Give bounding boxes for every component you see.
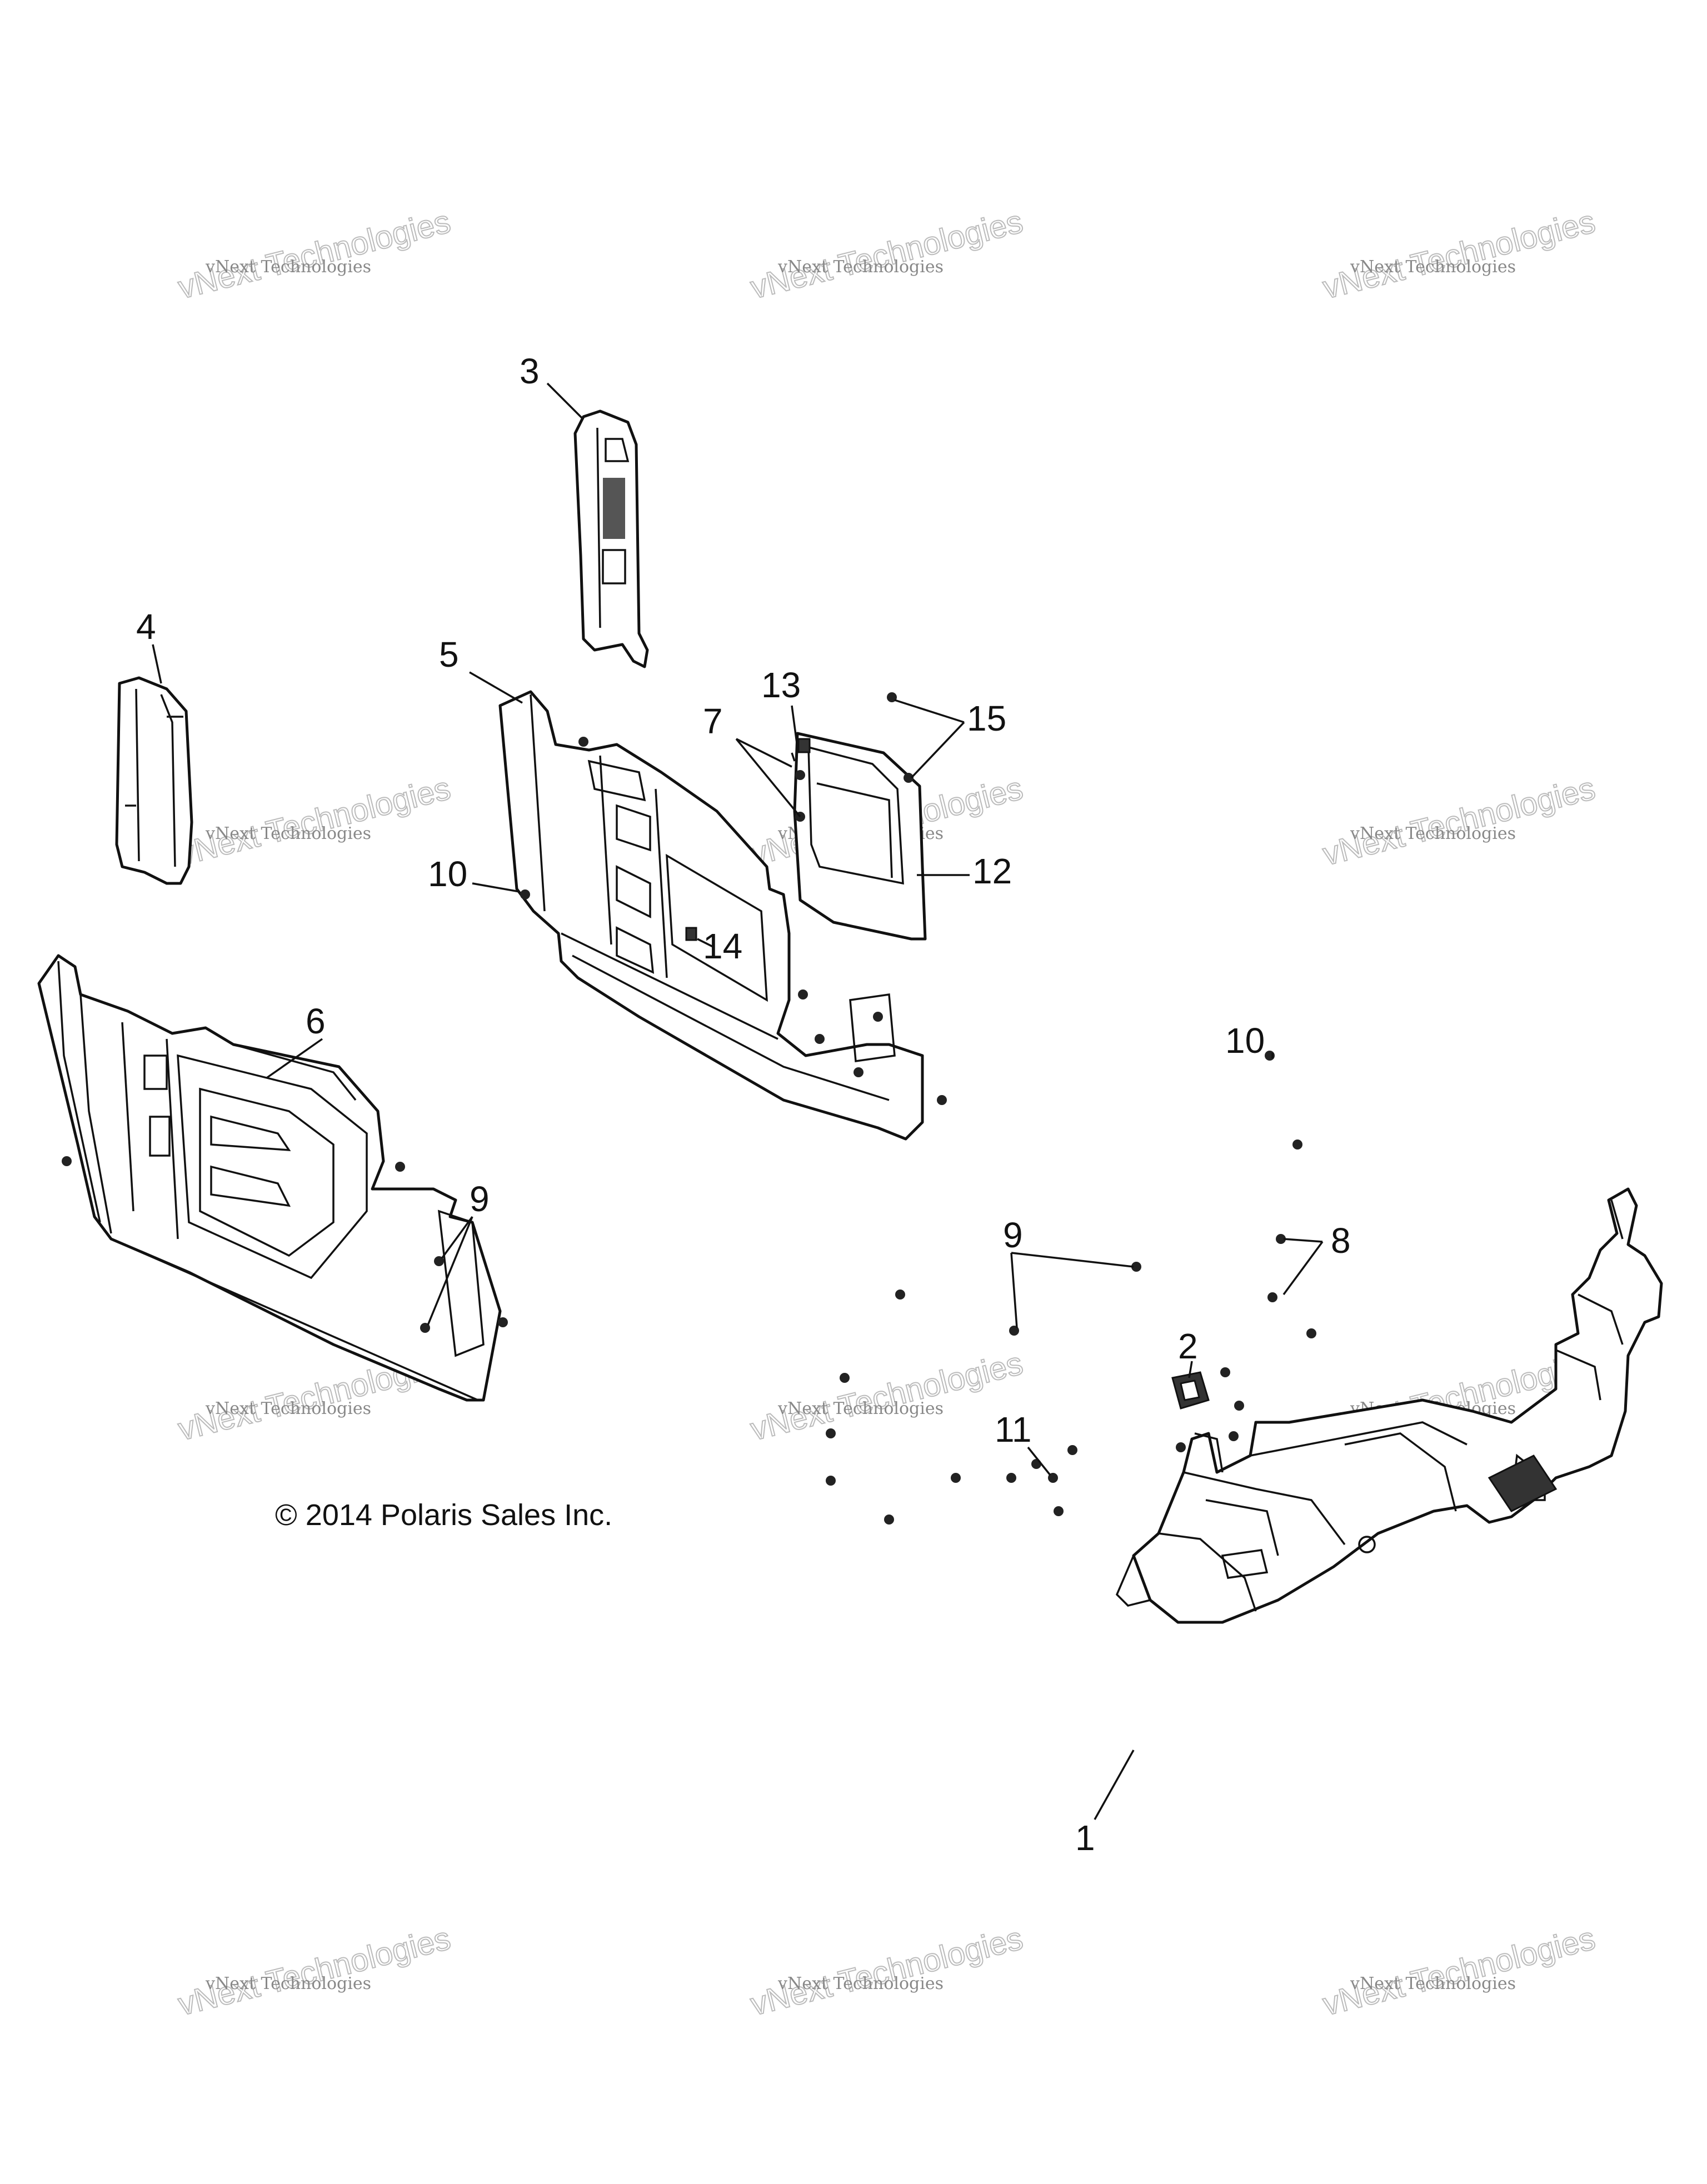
svg-text:vNext Technologies: vNext Technologies	[205, 1399, 371, 1418]
watermark: vNext Technologies vNext Technologies	[746, 1345, 1027, 1448]
part-1-floor-panel	[1115, 1187, 1663, 1624]
watermark: vNext Technologies vNext Technologies	[174, 1920, 455, 2023]
svg-text:vNext Technologies: vNext Technologies	[777, 257, 944, 277]
callout-5: 5	[439, 634, 459, 674]
callout-14: 14	[703, 926, 742, 966]
callout-2: 2	[1178, 1326, 1198, 1366]
part-6-left-door	[37, 954, 502, 1402]
callout-8: 8	[1331, 1221, 1351, 1261]
watermark: vNext Technologies vNext Technologies	[746, 203, 1027, 306]
part-4-pillar-trim	[115, 676, 193, 885]
svg-text:vNext Technologies: vNext Technologies	[205, 257, 371, 277]
svg-text:vNext Technologies: vNext Technologies	[1319, 203, 1599, 306]
svg-text:vNext Technologies: vNext Technologies	[1319, 1920, 1599, 2022]
part-5-door-frame	[498, 690, 924, 1141]
callout-9b: 9	[1003, 1215, 1023, 1255]
svg-text:vNext Technologies: vNext Technologies	[205, 1974, 371, 1993]
watermark: vNext Technologies vNext Technologies	[746, 1920, 1027, 2023]
svg-text:vNext Technologies: vNext Technologies	[747, 203, 1026, 306]
part-2-bracket	[1171, 1371, 1210, 1410]
callout-12: 12	[972, 851, 1012, 891]
part-3-trim-panel	[573, 409, 649, 668]
svg-text:vNext Technologies: vNext Technologies	[777, 1399, 944, 1418]
svg-text:vNext Technologies: vNext Technologies	[174, 203, 454, 306]
callout-6: 6	[306, 1001, 326, 1041]
callout-10: 10	[428, 854, 467, 894]
watermark: vNext Technologies vNext Technologies	[1319, 769, 1599, 873]
svg-text:vNext Technologies: vNext Technologies	[174, 1920, 454, 2022]
callouts: 1 2 3 4 5 6 7 8 9 9 10 10 11 12 13 14 15	[136, 351, 1351, 1858]
svg-text:vNext Technologies: vNext Technologies	[1350, 824, 1516, 843]
svg-text:vNext Technologies: vNext Technologies	[1350, 257, 1516, 277]
callout-7: 7	[703, 701, 723, 741]
callout-13: 13	[761, 665, 801, 705]
copyright-notice: © 2014 Polaris Sales Inc.	[275, 1498, 612, 1532]
svg-text:vNext Technologies: vNext Technologies	[777, 1974, 944, 1993]
svg-text:vNext Technologies: vNext Technologies	[1319, 770, 1599, 872]
callout-11: 11	[995, 1410, 1031, 1450]
svg-text:vNext Technologies: vNext Technologies	[747, 1345, 1026, 1447]
svg-text:vNext Technologies: vNext Technologies	[747, 1920, 1026, 2022]
callout-3: 3	[520, 351, 540, 391]
callout-4: 4	[136, 607, 156, 647]
watermark: vNext Technologies vNext Technologies	[174, 203, 455, 306]
watermark: vNext Technologies vNext Technologies	[174, 769, 455, 873]
svg-text:vNext Technologies: vNext Technologies	[174, 770, 454, 872]
callout-1: 1	[1075, 1818, 1095, 1858]
watermark: vNext Technologies vNext Technologies	[1319, 203, 1599, 306]
callout-15: 15	[967, 698, 1006, 738]
svg-text:vNext Technologies: vNext Technologies	[205, 824, 371, 843]
callout-10b: 10	[1225, 1021, 1265, 1061]
fasteners	[62, 692, 1316, 1525]
leader-lines	[152, 382, 1324, 1820]
watermark: vNext Technologies vNext Technologies	[1319, 1920, 1599, 2023]
part-12-door-panel	[793, 732, 927, 941]
callout-9: 9	[470, 1179, 490, 1219]
svg-text:vNext Technologies: vNext Technologies	[1350, 1974, 1516, 1993]
